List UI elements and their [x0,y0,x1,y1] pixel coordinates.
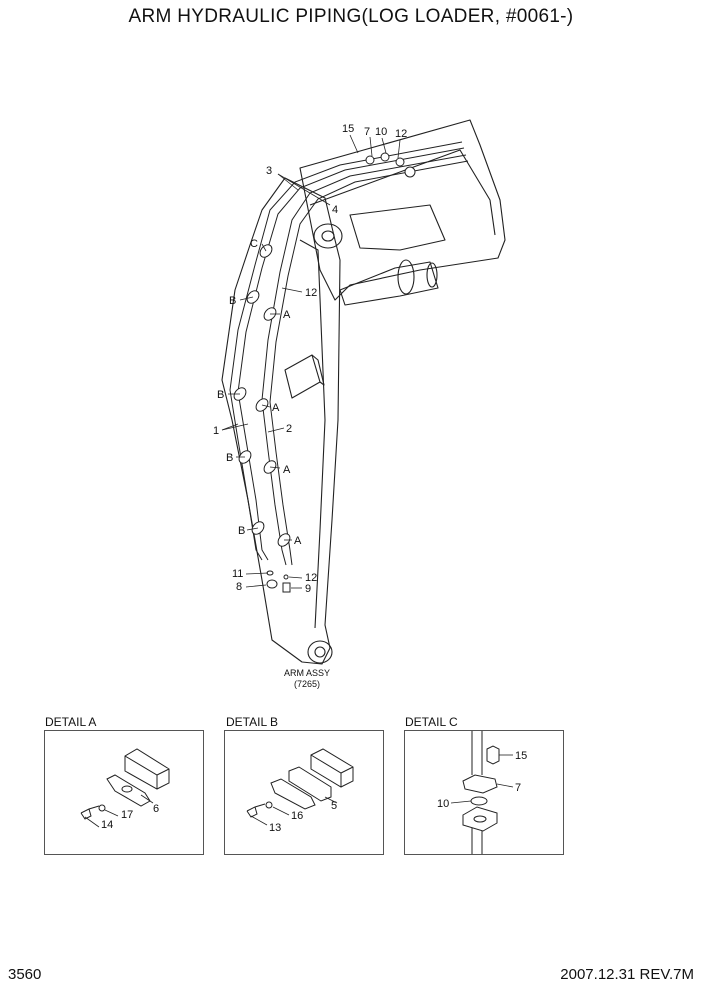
label-b-1: B [229,295,236,307]
top-fitting-4 [404,166,416,178]
clamp-plate-b [270,778,316,810]
arm-body [221,177,341,665]
bolt-14 [80,805,100,820]
top-fitting-1 [365,155,375,165]
pipe-line-3 [261,154,467,566]
label-12-mid: 12 [305,287,317,299]
detail-b-box: 5 16 13 [224,730,384,855]
boom-mount-plate [349,204,446,251]
label-7: 7 [364,126,370,138]
detail-b-drawing: 5 16 13 [246,748,354,834]
hydraulic-pipes [229,141,469,566]
detail-b-label-13: 13 [269,822,281,834]
bottom-fitting-9 [282,582,291,593]
o-ring-10 [470,796,488,806]
detail-c-label-15: 15 [515,750,527,762]
label-4: 4 [332,204,338,216]
revision-date: 2007.12.31 REV.7M [560,966,694,983]
label-a-1: A [283,309,291,321]
boom-body [299,119,506,301]
page-title: ARM HYDRAULIC PIPING(LOG LOADER, #0061-) [128,6,574,27]
pipe-upper [471,731,483,775]
label-11: 11 [232,568,243,580]
page-number: 3560 [8,966,42,983]
assembly-caption-line1: ARM ASSY [284,668,330,678]
arm-pin-hole [321,230,335,242]
assembly-caption-line2: (7265) [294,679,320,689]
label-3: 3 [266,165,272,177]
bucket-pin-hole [314,646,326,658]
label-8: 8 [236,581,242,593]
label-b-4: B [238,525,245,537]
detail-c-drawing: 15 7 10 [437,731,527,854]
pipe-line-4 [269,160,469,566]
pipe-line-1 [229,141,463,561]
label-a-2: A [272,402,280,414]
clamp-bracket-b [288,766,332,802]
cylinder-end [426,262,438,288]
detail-a-label-6: 6 [153,803,159,815]
bolt-13 [246,803,266,818]
label-a-4: A [294,535,302,547]
cylinder-collar [397,259,415,295]
detail-b-label-16: 16 [291,810,303,822]
boom-inner-line [309,149,496,236]
label-9: 9 [305,583,311,595]
detail-c-box: 15 7 10 [404,730,564,855]
flange-7 [462,774,498,794]
label-c: C [250,238,258,250]
detail-a-label-17: 17 [121,809,133,821]
detail-a-drawing: 6 17 14 [80,748,170,831]
bottom-fitting-12 [283,574,289,580]
label-10: 10 [375,126,387,138]
label-12-top: 12 [395,128,407,140]
detail-c-label-10: 10 [437,798,449,810]
arm-pin-boss [313,223,343,249]
label-a-3: A [283,464,291,476]
hydraulic-cylinder [339,261,439,306]
detail-a-box: 6 17 14 [44,730,204,855]
pipe-lower [471,827,483,854]
top-fitting-2 [380,152,390,162]
label-b-2: B [217,389,224,401]
washer-16 [265,801,273,809]
label-b-3: B [226,452,233,464]
leader-lines [221,134,401,589]
detail-a-title: DETAIL A [45,715,97,729]
bolt-15 [486,745,500,765]
detail-b-label-5: 5 [331,800,337,812]
bottom-fitting-8 [266,579,278,589]
label-12-bot: 12 [305,572,317,584]
detail-b-title: DETAIL B [226,715,279,729]
top-fitting-3 [395,157,405,167]
label-1: 1 [213,425,219,437]
detail-c-label-7: 7 [515,782,521,794]
arm-side-edge [299,239,326,629]
label-15: 15 [342,123,354,135]
detail-c-title: DETAIL C [405,715,458,729]
label-2: 2 [286,423,292,435]
detail-a-label-14: 14 [101,819,113,831]
arm-bracket-box [284,354,321,399]
bucket-pin-boss [307,640,333,664]
washer-17 [98,804,106,812]
pipe-line-2 [237,147,465,561]
